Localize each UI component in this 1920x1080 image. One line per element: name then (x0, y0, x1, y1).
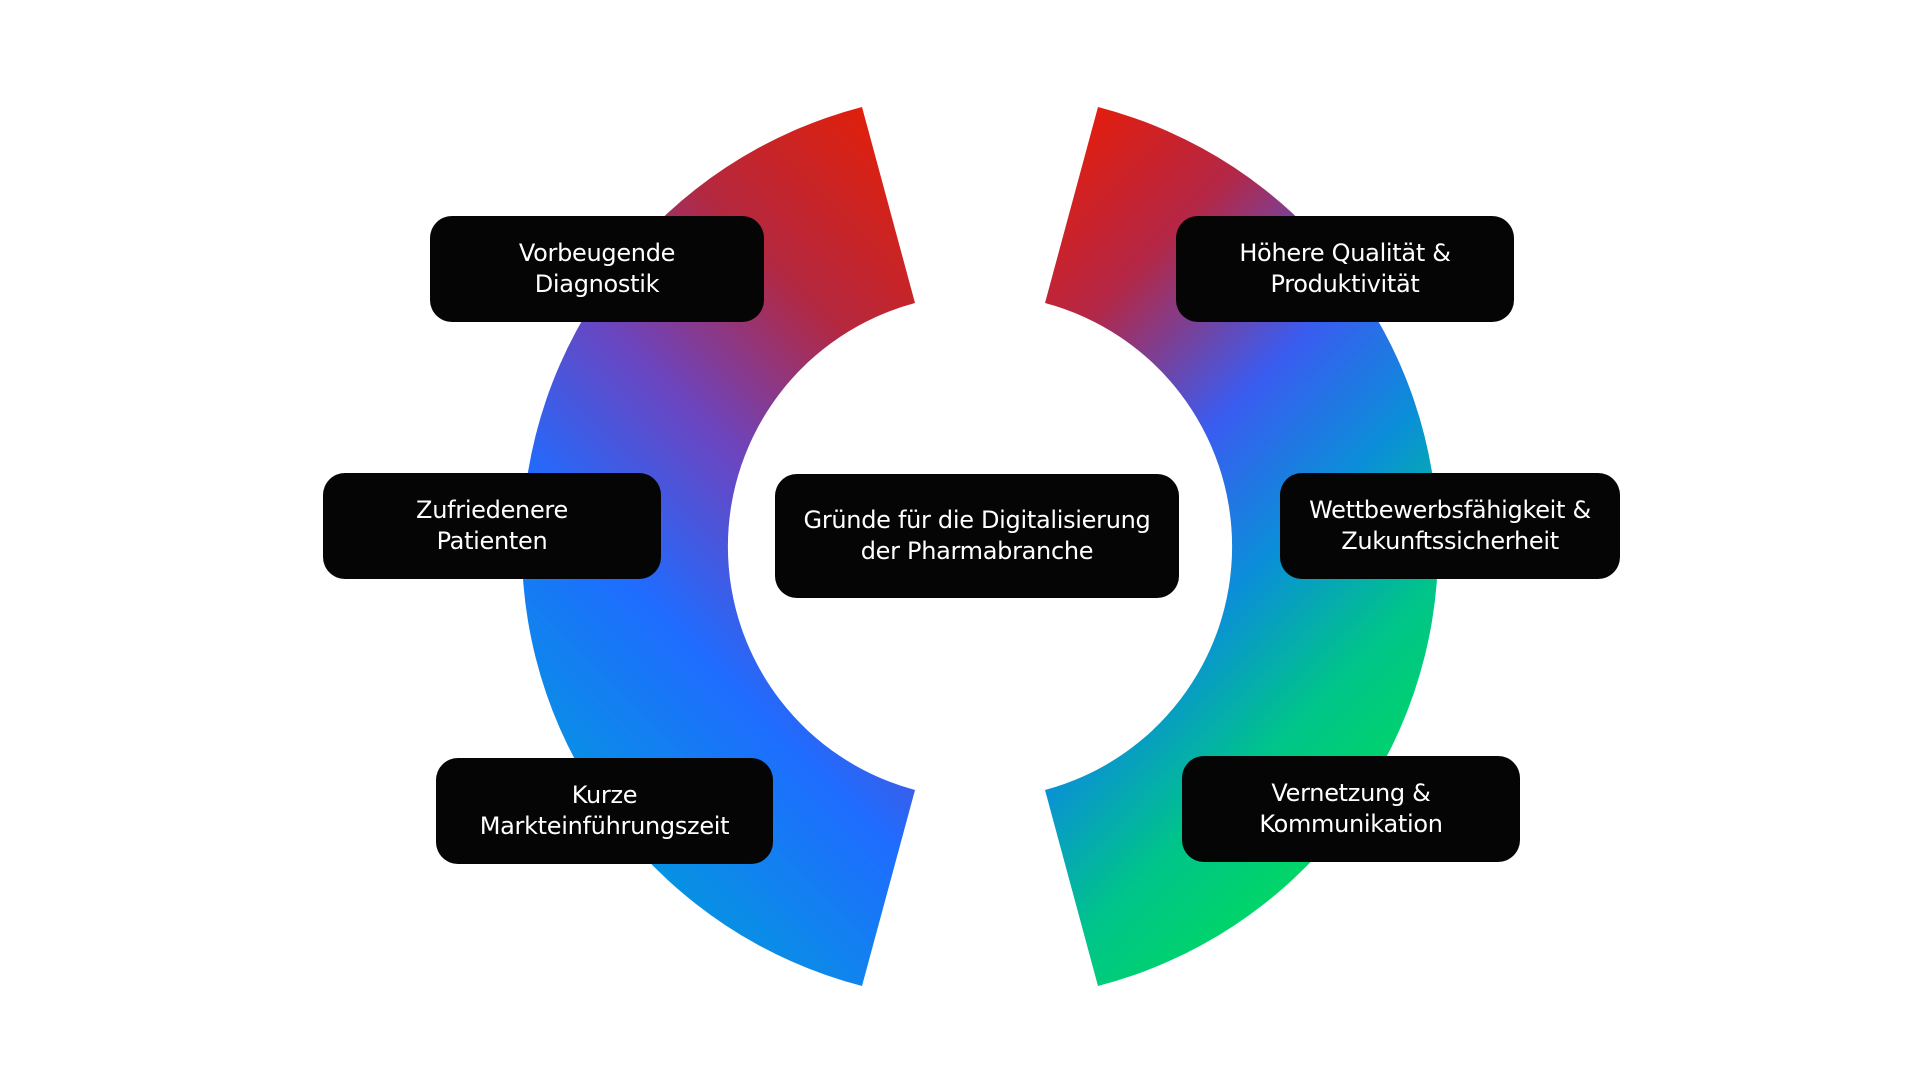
center-topic-box: Gründe für die Digitalisierung der Pharm… (775, 474, 1179, 598)
item-box-kurze-markteinfuehrungszeit: Kurze Markteinführungszeit (436, 758, 773, 864)
item-label: Höhere Qualität & Produktivität (1239, 239, 1451, 298)
item-box-vernetzung: Vernetzung & Kommunikation (1182, 756, 1520, 862)
item-box-wettbewerbsfaehigkeit: Wettbewerbsfähigkeit & Zukunftssicherhei… (1280, 473, 1620, 579)
item-label: Wettbewerbsfähigkeit & Zukunftssicherhei… (1309, 496, 1591, 555)
center-topic-label: Gründe für die Digitalisierung der Pharm… (803, 506, 1151, 565)
item-label: Zufriedenere Patienten (416, 496, 568, 555)
item-label: Kurze Markteinführungszeit (479, 781, 730, 840)
item-box-zufriedenere-patienten: Zufriedenere Patienten (323, 473, 661, 579)
item-box-vorbeugende-diagnostik: Vorbeugende Diagnostik (430, 216, 764, 322)
item-label: Vernetzung & Kommunikation (1259, 779, 1443, 838)
item-label: Vorbeugende Diagnostik (518, 239, 676, 298)
item-box-hoehere-qualitaet: Höhere Qualität & Produktivität (1176, 216, 1514, 322)
